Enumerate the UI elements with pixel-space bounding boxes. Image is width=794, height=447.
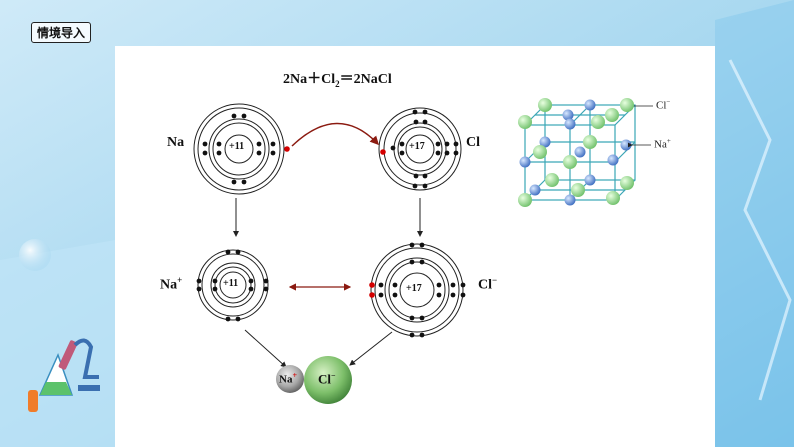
- reaction-equation: 2Na＋Cl2＝2NaCl: [283, 72, 392, 89]
- cl-ion-diagram: [369, 242, 466, 338]
- na-ion-diagram: [196, 249, 269, 322]
- na-ion-sphere: [276, 365, 304, 393]
- na-atom-label: Na: [167, 135, 185, 150]
- lab-equipment-icon: [28, 338, 100, 412]
- gained-electron: [369, 282, 375, 288]
- cl-ion-nucleus-charge: +17: [406, 283, 422, 294]
- cl-atom-label: Cl: [466, 135, 480, 150]
- na-nucleus-charge: +11: [229, 141, 245, 152]
- product-na-label: Na+: [279, 371, 298, 386]
- electron-transfer-arrow: [291, 122, 380, 147]
- na-ion-label: Na+: [160, 275, 183, 293]
- cl-nucleus-charge: +17: [409, 141, 425, 152]
- na-ion-nucleus-charge: +11: [223, 278, 239, 289]
- cl-atom-diagram: [378, 107, 462, 191]
- valence-electron: [284, 146, 290, 152]
- cl-ion-sphere: [304, 356, 352, 404]
- cl-ion-label: Cl−: [478, 275, 498, 293]
- crystal-cl-label: Cl−: [656, 98, 671, 112]
- arrow-cl-ion-to-product: [349, 331, 393, 366]
- na-atom-diagram: [193, 103, 290, 195]
- section-tag: 情境导入: [31, 22, 92, 43]
- crystal-na-label: Na+: [654, 137, 671, 151]
- transferred-electron-spot: [380, 149, 386, 155]
- bubble-decoration: [19, 239, 51, 271]
- arrow-na-ion-to-product: [244, 329, 287, 368]
- product-cl-label: Cl−: [318, 371, 336, 387]
- lattice-spheres: [518, 98, 634, 207]
